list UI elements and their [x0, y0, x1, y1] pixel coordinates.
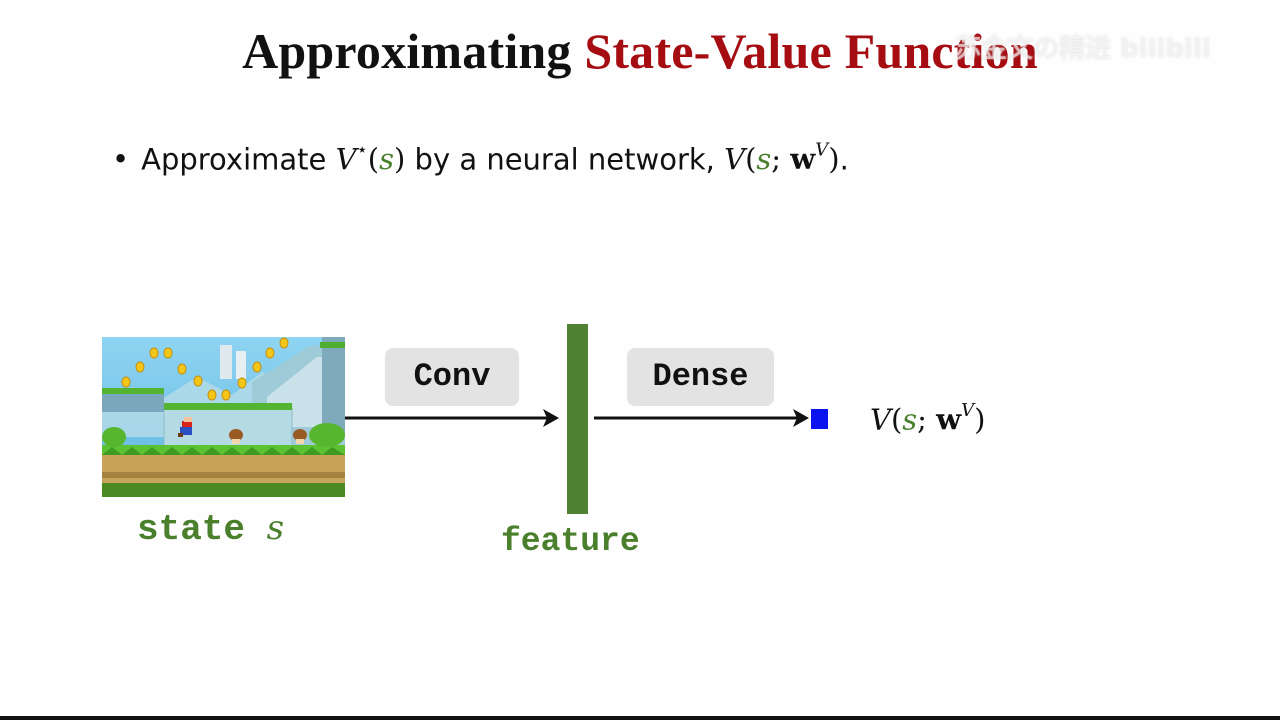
v-symbol: V: [870, 402, 891, 437]
dense-arrow: [594, 409, 809, 427]
state-variable: s: [756, 142, 772, 177]
bullet-point: •Approximate V⋆(s) by a neural network, …: [112, 140, 849, 176]
title-highlight: State-Value Function: [584, 23, 1038, 79]
bullet-text-start: Approximate: [141, 142, 336, 177]
paren-open: (: [745, 142, 757, 177]
v-star-symbol: V: [335, 142, 357, 177]
state-variable: s: [902, 402, 918, 437]
state-variable: s: [379, 142, 394, 177]
conv-arrow: [345, 409, 559, 427]
star-superscript: ⋆: [356, 140, 368, 161]
mario-level-illustration: [102, 337, 345, 497]
dense-layer-box: Dense: [627, 348, 774, 406]
paren-close: ): [394, 142, 406, 177]
state-variable: s: [266, 508, 285, 548]
title-text: Approximating: [242, 23, 585, 79]
semicolon: ;: [917, 402, 927, 437]
bullet-text-middle: by a neural network,: [405, 142, 725, 177]
v-star-expression: V⋆(s): [335, 140, 406, 177]
weight-symbol: w: [936, 402, 962, 437]
v-network-expression: V(s; wV): [724, 140, 840, 177]
bilibili-watermark: 苏金文の精进 bilibili: [955, 34, 1211, 64]
feature-label: feature: [501, 523, 640, 560]
semicolon: ;: [771, 142, 791, 177]
game-state-image: [102, 337, 345, 497]
output-label: V(s; wV): [870, 400, 985, 436]
feature-vector-bar: [567, 324, 588, 514]
bottom-border: [0, 716, 1280, 720]
weight-symbol: w: [790, 142, 816, 177]
weight-superscript: V: [961, 400, 975, 421]
weight-superscript: V: [815, 140, 829, 161]
paren-close: ): [828, 142, 840, 177]
state-label: state s: [137, 508, 284, 550]
paren-close: ): [974, 402, 986, 437]
v-symbol: V: [724, 142, 746, 177]
paren-open: (: [890, 402, 903, 437]
conv-layer-box: Conv: [385, 348, 519, 406]
slide-title: Approximating State-Value Function: [0, 22, 1280, 80]
bullet-marker: •: [112, 142, 130, 177]
paren-open: (: [367, 142, 380, 177]
bullet-text-end: .: [839, 142, 849, 177]
state-word: state: [137, 509, 267, 550]
output-value-square: [811, 409, 828, 429]
